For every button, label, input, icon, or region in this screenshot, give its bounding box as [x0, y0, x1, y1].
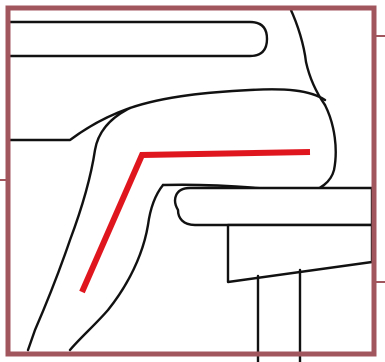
armrest-icon	[10, 22, 267, 56]
